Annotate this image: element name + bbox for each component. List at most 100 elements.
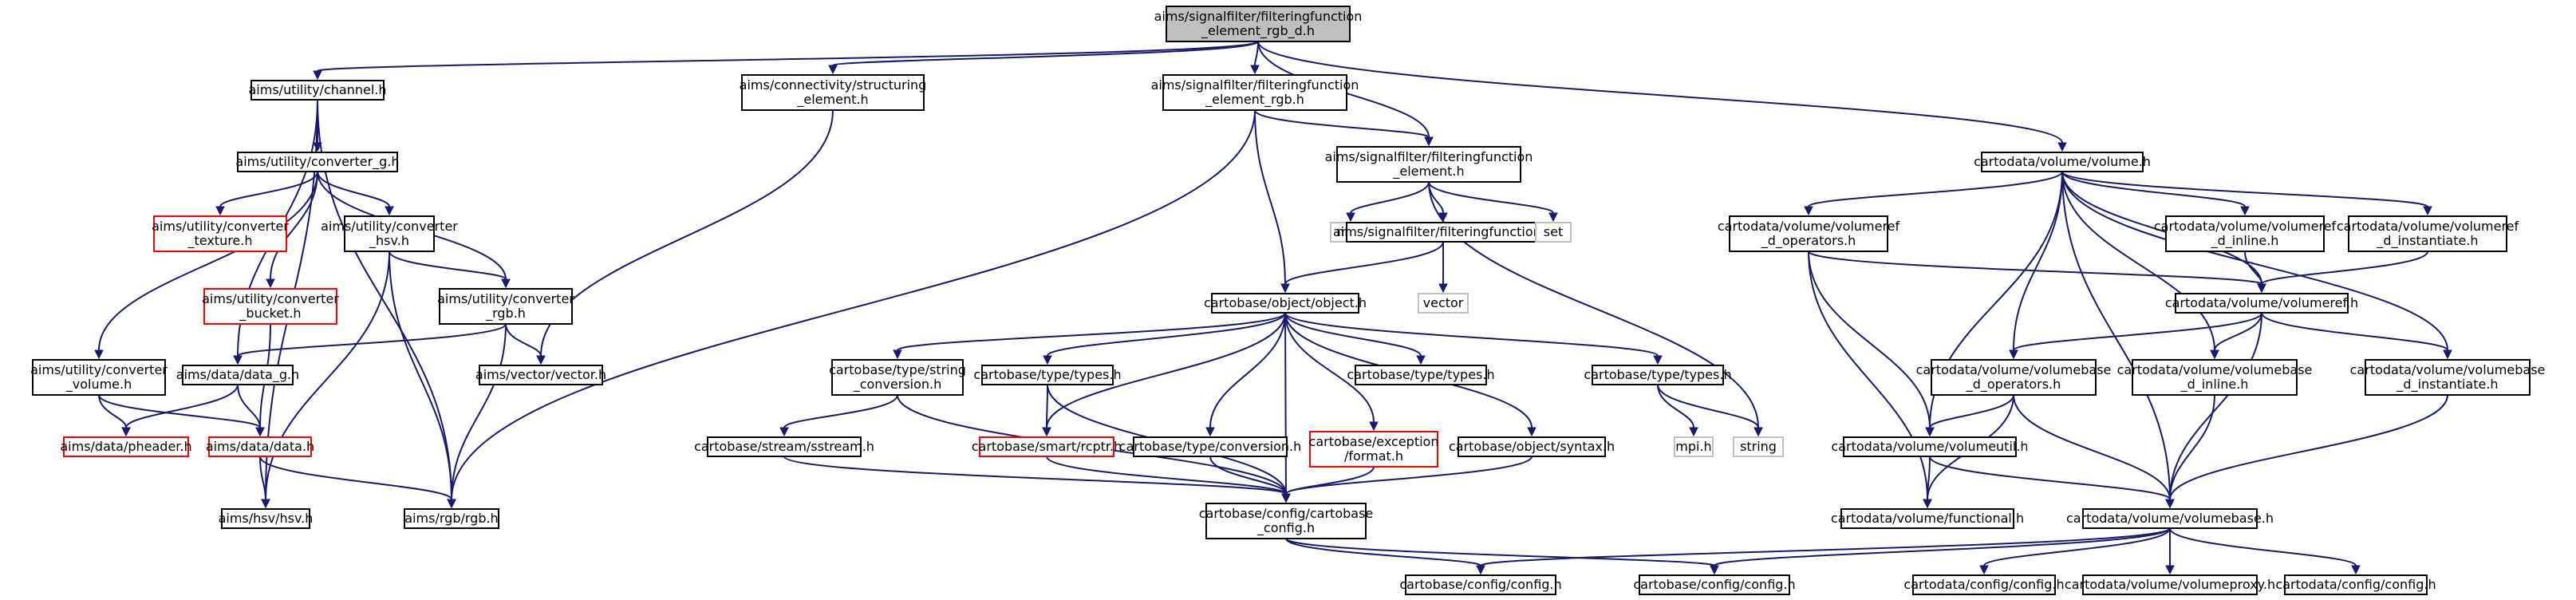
node-box-types2[interactable] xyxy=(1355,365,1487,385)
node-box-volumeutil[interactable] xyxy=(1843,436,2017,457)
node-box-volumebase[interactable] xyxy=(2082,508,2258,529)
node-box-mpi[interactable] xyxy=(1674,436,1714,457)
node-box-cd_config1[interactable] xyxy=(1912,574,2056,595)
node-volbase_ops[interactable]: cartodata/volume/volumebase_d_operators.… xyxy=(1916,359,2112,396)
node-conversion[interactable]: cartobase/type/conversion.h xyxy=(1119,436,1301,457)
node-set[interactable]: set xyxy=(1535,222,1572,243)
node-volumebase[interactable]: cartodata/volume/volumebase.h xyxy=(2066,508,2274,529)
node-volbase_inline[interactable]: cartodata/volume/volumebase_d_inline.h xyxy=(2117,359,2313,396)
node-box-pheader[interactable] xyxy=(63,436,189,457)
node-box-format[interactable] xyxy=(1309,431,1438,468)
node-box-sstream[interactable] xyxy=(707,436,862,457)
node-box-volref_inst[interactable] xyxy=(2348,215,2507,252)
node-box-set[interactable] xyxy=(1535,222,1572,243)
node-string[interactable]: string xyxy=(1733,436,1784,457)
node-box-ff_elem_rgb[interactable] xyxy=(1162,74,1347,111)
node-config1[interactable]: cartobase/config/config.h xyxy=(1399,574,1562,595)
node-volref_ops[interactable]: cartodata/volume/volumeref_d_operators.h xyxy=(1718,215,1900,252)
node-box-volumeproxy[interactable] xyxy=(2082,574,2258,595)
node-box-volbase_inst[interactable] xyxy=(2365,359,2531,396)
node-converter_g[interactable]: aims/utility/converter_g.h xyxy=(235,152,400,172)
node-functional[interactable]: cartodata/volume/functional.h xyxy=(1831,508,2024,529)
node-box-structuring[interactable] xyxy=(741,74,925,111)
node-box-volref_inline[interactable] xyxy=(2165,215,2325,252)
node-cd_config2[interactable]: cartodata/config/config.h xyxy=(2275,574,2436,595)
node-box-ff_h[interactable] xyxy=(1346,222,1540,243)
node-cd_config1[interactable]: cartodata/config/config.h xyxy=(1903,574,2065,595)
node-rcptr[interactable]: cartobase/smart/rcptr.h xyxy=(972,436,1122,457)
node-volumeref[interactable]: cartodata/volume/volumeref.h xyxy=(2165,293,2358,314)
node-box-conv_hsv[interactable] xyxy=(344,215,435,252)
node-box-conv_texture[interactable] xyxy=(153,215,287,252)
node-box-ff_elem[interactable] xyxy=(1336,146,1521,183)
node-box-conv_volume[interactable] xyxy=(32,359,166,396)
node-ff_h[interactable]: aims/signalfilter/filteringfunction.h xyxy=(1333,222,1553,243)
node-types3[interactable]: cartobase/type/types.h xyxy=(1584,365,1732,385)
node-volref_inst[interactable]: cartodata/volume/volumeref_d_instantiate… xyxy=(2337,215,2519,252)
node-data_g[interactable]: aims/data/data_g.h xyxy=(176,365,299,385)
node-box-conv_rgb[interactable] xyxy=(439,288,573,325)
node-box-channel[interactable] xyxy=(250,80,385,101)
node-box-vector_std[interactable] xyxy=(1418,293,1469,314)
node-conv_hsv[interactable]: aims/utility/converter_hsv.h xyxy=(321,215,458,252)
node-volbase_inst[interactable]: cartodata/volume/volumebase_d_instantiat… xyxy=(2350,359,2546,396)
node-box-conv_bucket[interactable] xyxy=(203,288,337,325)
node-box-string_conv[interactable] xyxy=(831,359,964,396)
node-box-volume_h[interactable] xyxy=(1981,152,2144,172)
node-cartobase_config[interactable]: cartobase/config/cartobase_config.h xyxy=(1199,503,1374,539)
node-vector[interactable]: aims/vector/vector.h xyxy=(475,365,606,385)
node-box-hsv[interactable] xyxy=(221,508,310,529)
node-channel[interactable]: aims/utility/channel.h xyxy=(249,80,387,101)
node-format[interactable]: cartobase/exception/format.h xyxy=(1309,431,1439,468)
node-box-rgb[interactable] xyxy=(404,508,499,529)
node-sstream[interactable]: cartobase/stream/sstream.h xyxy=(694,436,874,457)
node-box-string[interactable] xyxy=(1733,436,1784,457)
node-rgb[interactable]: aims/rgb/rgb.h xyxy=(404,508,499,529)
node-types2[interactable]: cartobase/type/types.h xyxy=(1347,365,1495,385)
node-box-volref_ops[interactable] xyxy=(1729,215,1888,252)
node-box-rcptr[interactable] xyxy=(979,436,1114,457)
node-box-types3[interactable] xyxy=(1592,365,1724,385)
node-config2[interactable]: cartobase/config/config.h xyxy=(1633,574,1796,595)
node-vector_std[interactable]: vector xyxy=(1418,293,1469,314)
node-conv_volume[interactable]: aims/utility/converter_volume.h xyxy=(30,359,168,396)
node-structuring[interactable]: aims/connectivity/structuring_element.h xyxy=(740,74,927,111)
arrowhead-object-to-types3 xyxy=(1653,355,1663,365)
node-string_conv[interactable]: cartobase/type/string_conversion.h xyxy=(829,359,966,396)
node-box-converter_g[interactable] xyxy=(237,152,398,172)
node-object[interactable]: cartobase/object/object.h xyxy=(1204,293,1367,314)
node-volref_inline[interactable]: cartodata/volume/volumeref_d_inline.h xyxy=(2154,215,2337,252)
node-box-config2[interactable] xyxy=(1639,574,1790,595)
node-box-volbase_ops[interactable] xyxy=(1931,359,2097,396)
node-volumeproxy[interactable]: cartodata/volume/volumeproxy.h xyxy=(2065,574,2275,595)
node-conv_texture[interactable]: aims/utility/converter_texture.h xyxy=(152,215,289,252)
node-volumeutil[interactable]: cartodata/volume/volumeutil.h xyxy=(1831,436,2029,457)
node-data_h[interactable]: aims/data/data.h xyxy=(206,436,314,457)
node-box-cartobase_config[interactable] xyxy=(1205,503,1367,539)
node-hsv[interactable]: aims/hsv/hsv.h xyxy=(219,508,314,529)
node-box-types1[interactable] xyxy=(981,365,1114,385)
node-root[interactable]: aims/signalfilter/filteringfunction_elem… xyxy=(1154,6,1363,42)
node-pheader[interactable]: aims/data/pheader.h xyxy=(60,436,192,457)
node-box-volbase_inline[interactable] xyxy=(2132,359,2298,396)
node-ff_elem_rgb[interactable]: aims/signalfilter/filteringfunction_elem… xyxy=(1151,74,1359,111)
node-volume_h[interactable]: cartodata/volume/volume.h xyxy=(1974,152,2151,172)
node-box-volumeref[interactable] xyxy=(2175,293,2349,314)
node-box-vector[interactable] xyxy=(479,365,603,385)
node-types1[interactable]: cartobase/type/types.h xyxy=(973,365,1122,385)
node-conv_rgb[interactable]: aims/utility/converter_rgb.h xyxy=(437,288,574,325)
node-box-config1[interactable] xyxy=(1405,574,1556,595)
node-mpi[interactable]: mpi.h xyxy=(1674,436,1714,457)
node-box-data_g[interactable] xyxy=(182,365,294,385)
node-box-cd_config2[interactable] xyxy=(2284,574,2428,595)
node-box-root[interactable] xyxy=(1166,6,1351,42)
edge-types3-to-string xyxy=(1657,384,1759,428)
node-box-data_h[interactable] xyxy=(208,436,312,457)
node-syntax[interactable]: cartobase/object/syntax.h xyxy=(1449,436,1615,457)
node-ff_elem[interactable]: aims/signalfilter/filteringfunction_elem… xyxy=(1325,146,1533,183)
node-box-conversion[interactable] xyxy=(1133,436,1288,457)
node-conv_bucket[interactable]: aims/utility/converter_bucket.h xyxy=(202,288,339,325)
node-box-syntax[interactable] xyxy=(1458,436,1606,457)
node-box-functional[interactable] xyxy=(1840,508,2014,529)
node-box-object[interactable] xyxy=(1211,293,1359,314)
